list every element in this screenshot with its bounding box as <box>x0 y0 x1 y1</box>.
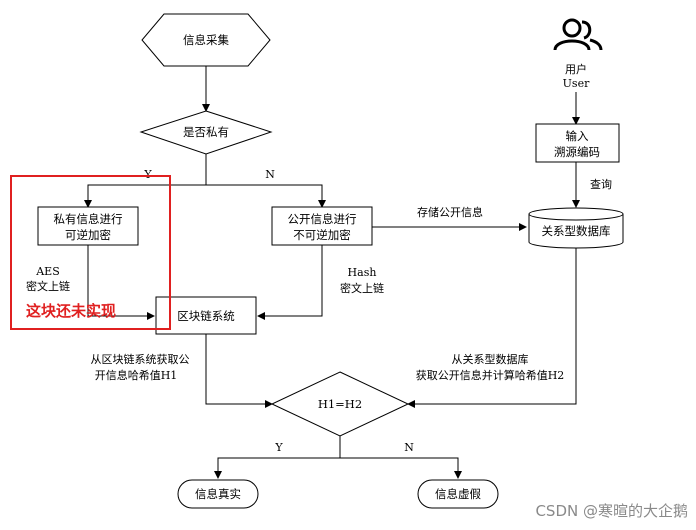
label-yes-result: Y <box>274 441 283 454</box>
user-label-en: User <box>563 77 590 90</box>
node-start: 信息采集 <box>141 13 271 67</box>
edge-database-compare <box>407 248 577 408</box>
result-true-label: 信息真实 <box>195 487 241 501</box>
blockchain-label: 区块链系统 <box>177 309 235 323</box>
edge-split-private <box>84 184 206 208</box>
node-decision-private: 是否私有 <box>139 110 273 155</box>
edge-public-blockchain <box>257 245 323 320</box>
user-icon <box>553 18 603 51</box>
edge-blockchain-compare <box>205 334 273 408</box>
watermark: CSDN @寒暄的大企鹅 <box>535 502 688 520</box>
edge-split-false <box>340 457 462 479</box>
input-code-line1: 输入 <box>566 129 589 143</box>
label-no-result: N <box>404 441 414 454</box>
private-encrypt-line1: 私有信息进行 <box>54 212 123 226</box>
label-hash-1: Hash <box>348 266 377 279</box>
compare-label: H1=H2 <box>318 397 362 411</box>
node-compare: H1=H2 <box>270 371 410 437</box>
label-yes-private: Y <box>143 168 152 181</box>
label-from-blockchain-1: 从区块链系统获取公 <box>91 352 190 366</box>
node-result-true: 信息真实 <box>177 479 259 509</box>
node-private-encrypt: 私有信息进行 可逆加密 <box>37 206 139 246</box>
node-result-false: 信息虚假 <box>417 479 499 509</box>
label-query: 查询 <box>590 177 612 191</box>
node-start-label: 信息采集 <box>183 33 229 47</box>
node-database: 关系型数据库 <box>528 207 624 249</box>
annotation-text: 这块还未实现 <box>26 302 116 320</box>
label-aes-1: AES <box>35 265 60 278</box>
user-label: 用户 <box>565 62 587 76</box>
edge-private-blockchain <box>87 245 155 320</box>
label-aes-2: 密文上链 <box>26 279 70 293</box>
edge-split-public <box>206 184 326 208</box>
annotation-box <box>10 175 171 330</box>
decision-private-label: 是否私有 <box>183 125 229 139</box>
edges <box>84 66 580 479</box>
node-public-encrypt: 公开信息进行 不可逆加密 <box>271 206 373 246</box>
label-from-database-2: 获取公开信息并计算哈希值H2 <box>416 368 565 382</box>
label-store-public: 存储公开信息 <box>417 205 483 219</box>
private-encrypt-line2: 可逆加密 <box>65 228 111 242</box>
label-from-database-1: 从关系型数据库 <box>452 352 529 366</box>
public-encrypt-line2: 不可逆加密 <box>293 228 351 242</box>
node-blockchain: 区块链系统 <box>155 296 257 335</box>
result-false-label: 信息虚假 <box>435 487 481 501</box>
edge-split-true <box>214 457 340 479</box>
label-from-blockchain-2: 开信息哈希值H1 <box>95 368 178 382</box>
database-label: 关系型数据库 <box>542 224 611 238</box>
node-input-code: 输入 溯源编码 <box>535 123 620 163</box>
input-code-line2: 溯源编码 <box>554 145 600 159</box>
public-encrypt-line1: 公开信息进行 <box>288 212 357 226</box>
label-no-private: N <box>265 168 275 181</box>
label-hash-2: 密文上链 <box>340 281 384 295</box>
